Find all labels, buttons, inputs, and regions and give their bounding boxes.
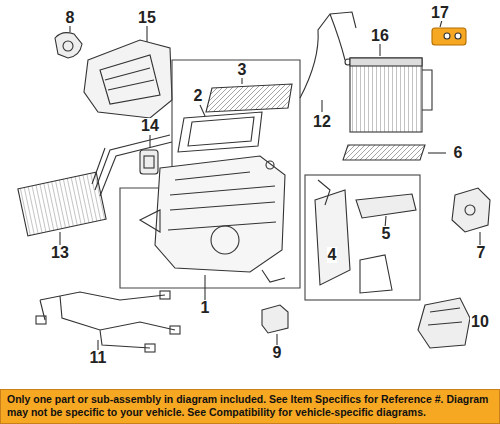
callout-number: 7 (476, 245, 487, 261)
callout-number: 10 (470, 314, 490, 330)
callout-number: 14 (140, 118, 160, 134)
callout-number: 8 (65, 10, 76, 26)
callout-number: 2 (193, 88, 204, 104)
callout-number: 3 (237, 62, 248, 78)
callout-number: 16 (370, 28, 390, 44)
callout-number: 6 (453, 145, 464, 161)
callout-number: 13 (50, 245, 70, 261)
callout-number: 5 (381, 226, 392, 242)
callout-number: 15 (137, 10, 157, 26)
callout-number: 9 (272, 345, 283, 361)
callout-number: 11 (89, 350, 108, 366)
notice-text: Only one part or sub-assembly in diagram… (7, 393, 488, 419)
callout-number: 1 (200, 300, 211, 316)
notice-banner: Only one part or sub-assembly in diagram… (0, 389, 500, 424)
callout-number: 4 (327, 247, 338, 263)
callout-number: 12 (312, 114, 332, 130)
callout-number: 17 (430, 5, 450, 21)
